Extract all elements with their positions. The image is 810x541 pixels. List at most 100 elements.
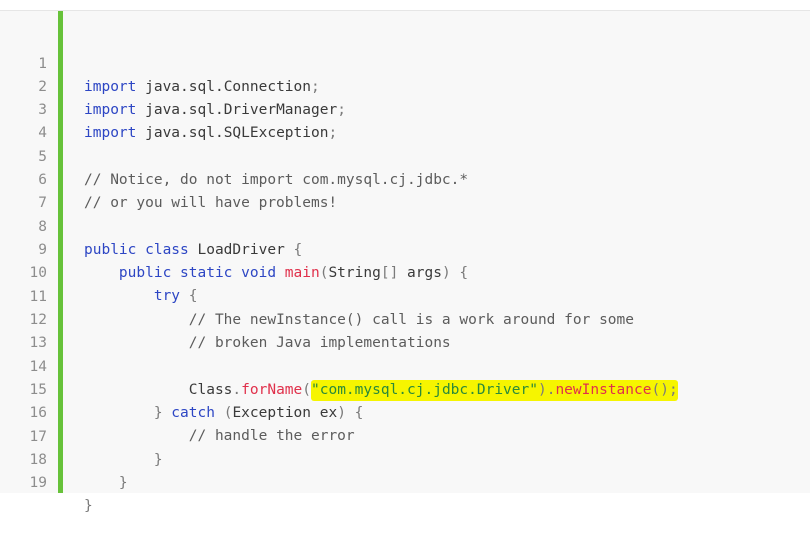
code-line: 15 } catch (Exception ex) { (0, 356, 364, 421)
code-block: 1 import java.sql.Connection; 2 import j… (0, 10, 810, 514)
line-number: 11 (29, 289, 47, 305)
code-line: 9 public static void main(String[] args)… (0, 216, 468, 281)
indent (84, 405, 154, 421)
line-number: 19 (29, 475, 47, 491)
gutter-accent-bar (58, 11, 63, 493)
line-number: 18 (29, 452, 47, 468)
string-literal: "com.mysql.cj.jdbc.Driver" (311, 382, 538, 398)
code-text: // Notice, do not import com.mysql.cj.jd… (84, 169, 468, 192)
function-name: forName (241, 382, 303, 398)
comment: // or you will have problems! (84, 195, 338, 211)
punctuation: { (450, 265, 469, 281)
line-number: 9 (38, 242, 47, 258)
code-text: public static void main(String[] args) { (84, 262, 468, 285)
code-text: } (84, 495, 93, 518)
code-line: 19 } (0, 449, 93, 514)
indent (84, 382, 189, 398)
class-name: Class (188, 382, 233, 398)
code-line: 10 try { (0, 239, 198, 304)
function-name: newInstance (555, 382, 652, 398)
code-text: import java.sql.SQLException; (84, 122, 337, 145)
keyword: import (84, 125, 137, 141)
punctuation: { (293, 242, 303, 258)
punctuation: } (153, 452, 163, 468)
highlighted-text: "com.mysql.cj.jdbc.Driver").newInstance(… (311, 380, 678, 401)
punctuation: ; (337, 102, 346, 118)
indent (84, 265, 119, 281)
code-text: Class.forName("com.mysql.cj.jdbc.Driver"… (84, 379, 678, 402)
indent (84, 452, 154, 468)
line-number: 5 (38, 149, 47, 165)
punctuation: . (232, 382, 242, 398)
code-text: // broken Java implementations (84, 332, 451, 355)
identifier: java.sql.Connection (136, 79, 311, 95)
code-line: 14 Class.forName("com.mysql.cj.jdbc.Driv… (0, 333, 678, 401)
code-line: 5 // Notice, do not import com.mysql.cj.… (0, 123, 468, 188)
code-line: 8 public class LoadDriver { (0, 193, 302, 258)
line-number: 16 (29, 405, 47, 421)
code-text: public class LoadDriver { (84, 239, 302, 262)
function-name: main (284, 265, 320, 281)
line-number: 4 (38, 125, 47, 141)
indent (84, 475, 119, 491)
punctuation: [] (380, 265, 399, 281)
comment: // handle the error (188, 428, 355, 444)
punctuation: . (546, 382, 556, 398)
punctuation: (); (651, 382, 678, 398)
comment: // broken Java implementations (188, 335, 451, 351)
class-name: LoadDriver (188, 242, 294, 258)
line-number: 7 (38, 195, 47, 211)
identifier: java.sql.SQLException (136, 125, 329, 141)
code-line: 12 // broken Java implementations (0, 286, 451, 351)
line-number: 13 (29, 335, 47, 351)
indent (84, 428, 189, 444)
indent (84, 335, 189, 351)
keyword: import (84, 79, 137, 95)
code-line: 13 (0, 309, 47, 351)
code-line: 3 import java.sql.SQLException; (0, 76, 337, 141)
punctuation: ) (441, 265, 451, 281)
punctuation: ( (214, 405, 233, 421)
code-line: 4 (0, 99, 47, 141)
code-line: 11 // The newInstance() call is a work a… (0, 263, 634, 328)
keyword: public class (84, 242, 189, 258)
line-number: 12 (29, 312, 47, 328)
keyword: public static void (118, 265, 277, 281)
code-text: try { (84, 285, 198, 308)
punctuation: ; (311, 79, 320, 95)
type-name: Exception ex (232, 405, 338, 421)
comment: // Notice, do not import com.mysql.cj.jd… (84, 172, 469, 188)
line-number: 10 (29, 265, 47, 281)
code-line: 16 // handle the error (0, 379, 355, 444)
type-name: String (328, 265, 381, 281)
keyword: import (84, 102, 137, 118)
indent (84, 312, 189, 328)
punctuation: } (84, 498, 93, 514)
line-number: 6 (38, 172, 47, 188)
line-number: 3 (38, 102, 47, 118)
punctuation: { (180, 288, 198, 304)
punctuation: ( (319, 265, 329, 281)
code-line: 6 // or you will have problems! (0, 146, 337, 211)
code-text: // handle the error (84, 425, 355, 448)
code-line: 17 } (0, 403, 163, 468)
punctuation: ) (337, 405, 346, 421)
code-text: import java.sql.Connection; (84, 76, 320, 99)
punctuation: } (153, 405, 163, 421)
identifier: java.sql.DriverManager (136, 102, 338, 118)
line-number: 17 (29, 429, 47, 445)
code-text: import java.sql.DriverManager; (84, 99, 346, 122)
keyword: catch (162, 405, 215, 421)
punctuation: ( (302, 382, 311, 398)
comment: // The newInstance() call is a work arou… (188, 312, 634, 328)
line-number: 2 (38, 79, 47, 95)
punctuation: { (345, 405, 364, 421)
identifier: args (398, 265, 442, 281)
line-number: 14 (29, 359, 47, 375)
code-line: 18 } (0, 426, 128, 491)
code-text: // The newInstance() call is a work arou… (84, 309, 634, 332)
code-line: 7 (0, 169, 47, 211)
code-text: } (84, 449, 163, 472)
punctuation: ) (537, 382, 547, 398)
punctuation: ; (328, 125, 338, 141)
